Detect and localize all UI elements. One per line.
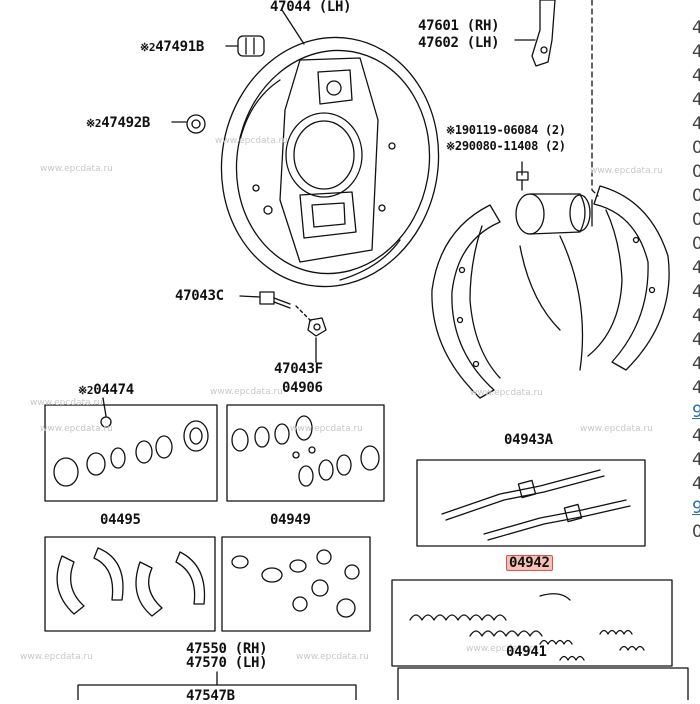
label-04474[interactable]: ※204474	[78, 382, 134, 398]
label-47570[interactable]: 47570 (LH)	[186, 655, 268, 671]
backing-plate-drawing	[220, 9, 440, 288]
edge-char: 4	[692, 90, 700, 110]
nut-47043f-drawing	[307, 317, 327, 363]
edge-char: 0	[692, 186, 700, 206]
kit-04942-box[interactable]	[391, 579, 673, 667]
kit-04949-box[interactable]	[221, 536, 371, 632]
kit-04941-box[interactable]	[397, 667, 689, 700]
edge-char: 4	[692, 18, 700, 38]
kit-47547b-box[interactable]	[77, 671, 357, 700]
edge-char: 0	[692, 522, 700, 542]
watermark: www.epcdata.ru	[215, 136, 288, 146]
edge-char: 4	[692, 330, 700, 350]
edge-char: 4	[692, 66, 700, 86]
label-290080-11408[interactable]: ※290080-11408 (2)	[446, 139, 566, 153]
label-47491b[interactable]: ※247491B	[140, 39, 205, 55]
edge-char: 0	[692, 162, 700, 182]
label-190119-06084[interactable]: ※190119-06084 (2)	[446, 123, 566, 137]
kit-04943a-box[interactable]	[416, 459, 646, 547]
watermark: www.epcdata.ru	[296, 652, 369, 662]
kit-04906-box[interactable]	[226, 404, 385, 502]
watermark: www.epcdata.ru	[590, 166, 663, 176]
watermark: www.epcdata.ru	[40, 424, 113, 434]
bleeder-bolts-drawing	[516, 161, 529, 191]
label-04949[interactable]: 04949	[270, 512, 311, 528]
kit-04474-box[interactable]	[44, 397, 218, 502]
watermark: www.epcdata.ru	[580, 424, 653, 434]
edge-char: 4	[692, 114, 700, 134]
edge-link-char[interactable]: 9	[692, 498, 700, 518]
watermark: www.epcdata.ru	[20, 652, 93, 662]
watermark: www.epcdata.ru	[30, 398, 103, 408]
edge-char: 4	[692, 282, 700, 302]
edge-char: 4	[692, 42, 700, 62]
edge-char: 0	[692, 210, 700, 230]
edge-char: 4	[692, 258, 700, 278]
kit-04495-box[interactable]	[44, 536, 216, 632]
label-47043f[interactable]: 47043F	[274, 361, 323, 377]
edge-char: 4	[692, 450, 700, 470]
plug-47491b-drawing	[225, 35, 265, 57]
edge-char: 0	[692, 234, 700, 254]
edge-char: 4	[692, 354, 700, 374]
bolt-47043c-drawing	[239, 291, 313, 323]
watermark: www.epcdata.ru	[210, 387, 283, 397]
label-47602[interactable]: 47602 (LH)	[418, 35, 500, 51]
edge-char: 4	[692, 426, 700, 446]
watermark: www.epcdata.ru	[470, 388, 543, 398]
label-04943a[interactable]: 04943A	[504, 432, 553, 448]
edge-char: 4	[692, 306, 700, 326]
label-47043c[interactable]: 47043C	[175, 288, 224, 304]
wheel-cylinder-drawing	[515, 193, 593, 235]
label-47550[interactable]: 47550 (RH)	[186, 641, 268, 657]
brake-shoes-drawing	[431, 185, 670, 399]
edge-char: 4	[692, 474, 700, 494]
label-04495[interactable]: 04495	[100, 512, 141, 528]
label-47044[interactable]: 47044 (LH)	[270, 0, 352, 15]
edge-char: 0	[692, 138, 700, 158]
watermark: www.epcdata.ru	[40, 164, 113, 174]
parking-lever-drawing	[514, 0, 556, 67]
edge-link-char[interactable]: 9	[692, 402, 700, 422]
label-04942-highlighted[interactable]: 04942	[506, 555, 553, 571]
edge-char: 4	[692, 378, 700, 398]
label-47601[interactable]: 47601 (RH)	[418, 18, 500, 34]
watermark: www.epcdata.ru	[290, 424, 363, 434]
label-04906[interactable]: 04906	[282, 380, 323, 396]
watermark: www.epcdata.ru	[466, 644, 539, 654]
label-47492b[interactable]: ※247492B	[86, 115, 151, 131]
label-47547b[interactable]: 47547B	[186, 688, 235, 704]
grommet-47492b-drawing	[171, 114, 206, 134]
label-04941[interactable]: 04941	[506, 644, 547, 660]
